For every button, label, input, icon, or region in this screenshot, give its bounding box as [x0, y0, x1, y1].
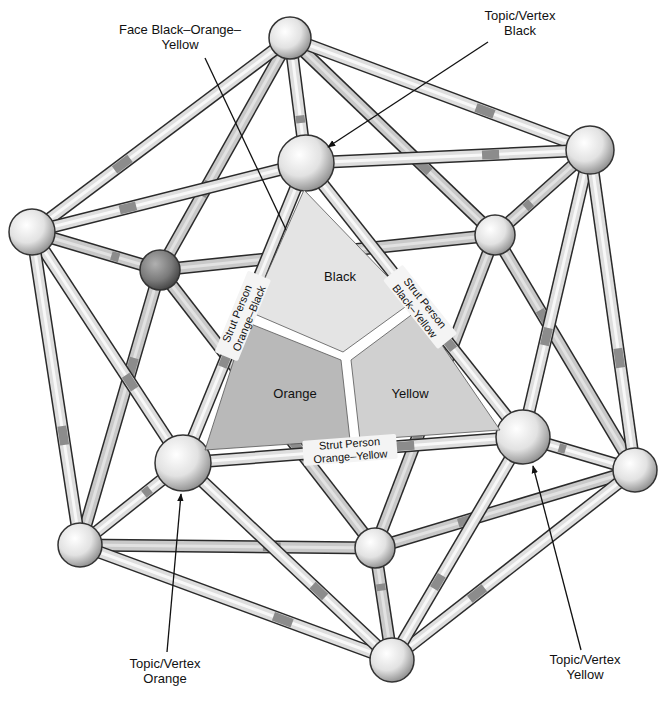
strut-band [482, 150, 499, 160]
strut-body [392, 470, 635, 660]
strut-highlight [306, 150, 590, 163]
strut-outline [590, 150, 635, 470]
strut-outline [290, 38, 590, 150]
strut-band [115, 158, 130, 170]
region-name: Black [324, 269, 356, 284]
strut-highlight [183, 463, 392, 660]
strut-body [183, 463, 392, 660]
strut-outline [392, 470, 635, 660]
vertex-ball [155, 435, 211, 491]
strut-outline [32, 232, 80, 545]
strut [306, 150, 590, 163]
region-fill [250, 190, 412, 352]
strut-band [525, 203, 531, 208]
strut [290, 38, 590, 150]
strut-body [32, 232, 80, 545]
strut [392, 470, 635, 660]
strut-body [290, 38, 495, 235]
strut-body [590, 150, 635, 470]
strut-outline [392, 437, 523, 660]
vertex-ball [566, 126, 614, 174]
vertex-ball [355, 528, 395, 568]
strut-band [313, 585, 326, 597]
strut-band [111, 256, 119, 258]
strut-band [126, 375, 135, 389]
strut-band [434, 575, 442, 588]
leader-line [328, 42, 488, 147]
strut-outline [183, 463, 392, 660]
strut-highlight [590, 150, 635, 470]
vertex-ball [58, 523, 102, 567]
strut-highlight [375, 470, 635, 548]
strut [32, 232, 80, 545]
strut-body [392, 437, 523, 660]
strut [80, 545, 375, 548]
leader-line [533, 466, 581, 650]
strut-band [295, 116, 305, 124]
strut [32, 163, 306, 232]
region-name: Yellow [391, 386, 428, 401]
strut [590, 150, 635, 470]
vertex-ball [9, 209, 55, 255]
face-region: Black [250, 190, 412, 352]
strut-band [273, 616, 292, 623]
vertex-ball [370, 638, 414, 682]
strut-highlight [80, 545, 392, 660]
strut-outline [80, 545, 375, 548]
strut-highlight [32, 163, 306, 232]
vertex-label: Topic/Vertex Orange [122, 657, 208, 687]
strut [80, 545, 392, 660]
face-label: Face Black–Orange–Yellow [118, 23, 242, 53]
strut-outline [80, 545, 392, 660]
leader-line [167, 494, 181, 652]
strut-outline [32, 163, 306, 232]
strut [375, 470, 635, 548]
strut-outline [306, 150, 590, 163]
strut [183, 463, 392, 660]
strut-band [559, 448, 566, 450]
strut-body [80, 545, 392, 660]
strut-band [62, 426, 65, 445]
strut-body [290, 38, 590, 150]
vertex-label: Topic/Vertex Yellow [542, 653, 628, 683]
strut-band [476, 107, 494, 114]
strut-highlight [80, 545, 375, 548]
strut [523, 150, 590, 437]
strut-highlight [392, 470, 635, 660]
strut-outline [290, 38, 495, 235]
vertex-ball [140, 250, 180, 290]
strut-band [470, 588, 485, 599]
strut [392, 437, 523, 660]
strut-band [120, 206, 136, 210]
strut-highlight [392, 437, 523, 660]
strut [290, 38, 495, 235]
strut-outline [523, 150, 590, 437]
strut-highlight [290, 38, 590, 150]
strut-body [523, 150, 590, 437]
vertex-ball [278, 135, 334, 191]
strut-body [80, 545, 375, 548]
strut-band [380, 584, 381, 591]
vertex-label: Topic/Vertex Black [477, 9, 563, 39]
vertex-ball [496, 410, 550, 464]
strut-body [306, 150, 590, 163]
region-name: Orange [273, 386, 316, 401]
vertex-ball [475, 215, 515, 255]
strut-highlight [523, 150, 590, 437]
strut-band [544, 328, 548, 345]
strut-body [375, 470, 635, 548]
strut-band [618, 348, 621, 367]
strut-highlight [32, 232, 80, 545]
vertex-ball [613, 448, 657, 492]
strut-highlight [290, 38, 495, 235]
strut-band [144, 489, 150, 494]
strut-body [32, 163, 306, 232]
vertex-ball [269, 17, 311, 59]
strut-outline [375, 470, 635, 548]
